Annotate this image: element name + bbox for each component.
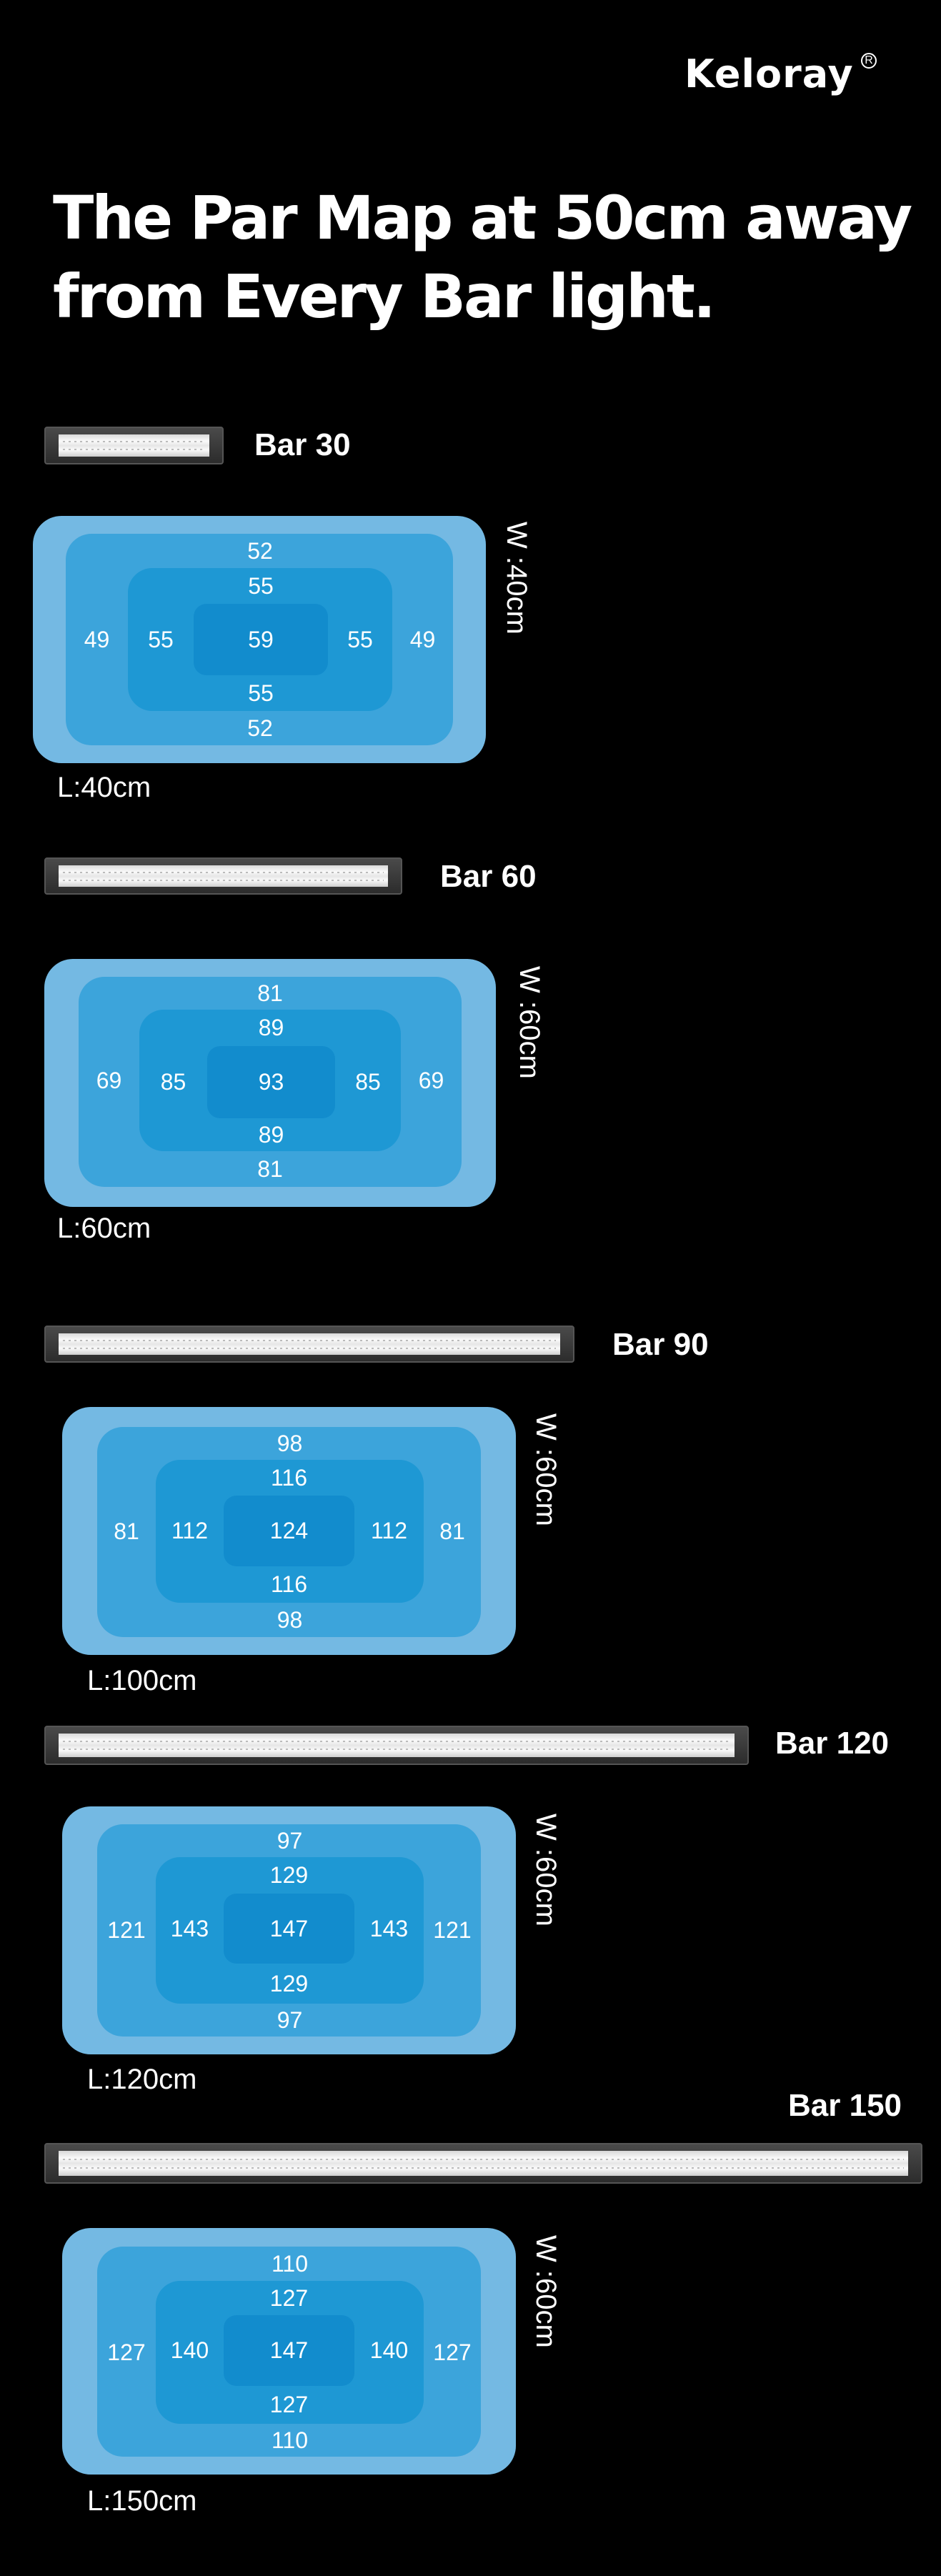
par-ring-1: 52 52 49 49 55 55 55 55 59: [66, 534, 453, 745]
par-value-center: 124: [269, 1518, 309, 1543]
par-value-bottom: 127: [269, 2392, 309, 2417]
par-value-bottom: 89: [258, 1121, 284, 1148]
par-ring-2: 89 89 85 85 93: [139, 1010, 401, 1151]
bar-light-image: [44, 427, 224, 464]
par-value-bottom: 55: [248, 680, 274, 706]
par-value-top: 127: [269, 2284, 309, 2311]
width-label: W :40cm: [501, 522, 532, 635]
par-value-left: 81: [114, 1518, 139, 1544]
brand-logo: Keloray: [684, 51, 854, 96]
par-value-left: 85: [160, 1069, 186, 1095]
par-map: 81 81 69 69 89 89 85 85 93: [44, 959, 496, 1207]
par-value-bottom: 81: [257, 1155, 283, 1182]
par-value-right: 81: [439, 1518, 465, 1544]
par-value-center: 59: [248, 626, 274, 652]
par-value-top: 98: [277, 1430, 303, 1456]
par-value-bottom: 97: [277, 2006, 303, 2033]
length-label: L:40cm: [57, 772, 151, 803]
par-value-right: 140: [369, 2337, 409, 2363]
bar-light-image: [44, 857, 402, 895]
length-label: L:120cm: [87, 2064, 197, 2095]
page-title: The Par Map at 50cm away from Every Bar …: [53, 179, 912, 336]
par-value-right: 55: [347, 626, 373, 652]
par-value-top: 116: [270, 1464, 307, 1491]
par-value-left: 49: [84, 626, 110, 652]
par-ring-2: 127 127 140 140 147: [156, 2281, 424, 2424]
par-value-left: 143: [170, 1915, 209, 1941]
bar-light-image: [44, 1726, 749, 1765]
par-core: 124: [224, 1496, 354, 1566]
par-value-center: 147: [269, 1915, 309, 1941]
width-label: W :60cm: [530, 2235, 562, 2348]
title-line-1: The Par Map at 50cm away: [53, 183, 912, 253]
bar-label: Bar 120: [775, 1726, 890, 1761]
par-ring-1: 81 81 69 69 89 89 85 85 93: [79, 977, 462, 1187]
length-label: L:100cm: [87, 1665, 197, 1696]
par-value-left: 55: [148, 626, 174, 652]
registered-mark: R: [861, 53, 877, 69]
par-map: 52 52 49 49 55 55 55 55 59: [33, 516, 486, 763]
par-ring-2: 116 116 112 112 124: [156, 1460, 424, 1603]
title-line-2: from Every Bar light.: [53, 262, 716, 332]
par-value-bottom: 98: [277, 1606, 303, 1633]
par-value-left: 69: [96, 1067, 122, 1093]
par-value-bottom: 129: [269, 1970, 309, 1996]
par-value-top: 89: [258, 1015, 284, 1040]
par-value-right: 85: [355, 1069, 381, 1095]
par-ring-2: 129 129 143 143 147: [156, 1857, 424, 2004]
bar-label: Bar 150: [788, 2088, 902, 2123]
par-value-bottom: 116: [270, 1571, 307, 1597]
par-value-left: 127: [107, 2339, 146, 2365]
par-value-bottom: 110: [271, 2427, 308, 2453]
bar-label: Bar 60: [440, 859, 537, 894]
par-value-top: 55: [248, 572, 274, 599]
par-map: 98 98 81 81 116 116 112 112 124: [62, 1407, 516, 1655]
bar-label: Bar 30: [254, 427, 351, 462]
par-value-left: 112: [171, 1518, 208, 1543]
par-value-center: 147: [269, 2337, 309, 2363]
par-value-right: 112: [370, 1518, 407, 1543]
par-core: 147: [224, 1894, 354, 1964]
par-value-top: 97: [277, 1827, 303, 1854]
width-label: W :60cm: [530, 1413, 562, 1526]
par-value-top: 81: [257, 980, 283, 1006]
bar-label: Bar 90: [612, 1327, 709, 1362]
par-value-right: 143: [369, 1915, 409, 1941]
width-label: W :60cm: [514, 966, 545, 1079]
par-value-right: 121: [433, 1917, 472, 1943]
par-ring-1: 110 110 127 127 127 127 140 140 147: [97, 2247, 481, 2457]
par-value-center: 93: [258, 1069, 284, 1095]
length-label: L:60cm: [57, 1213, 151, 1244]
par-value-left: 121: [107, 1917, 146, 1943]
par-core: 147: [224, 2315, 354, 2386]
par-ring-2: 55 55 55 55 59: [128, 568, 392, 711]
par-value-right: 127: [433, 2339, 472, 2365]
par-map: 97 97 121 121 129 129 143 143 147: [62, 1806, 516, 2054]
par-value-top: 110: [271, 2250, 308, 2277]
par-value-left: 140: [170, 2337, 209, 2363]
width-label: W :60cm: [530, 1814, 562, 1926]
par-value-right: 69: [418, 1067, 444, 1093]
par-value-top: 52: [247, 537, 273, 564]
par-core: 93: [207, 1046, 335, 1118]
par-value-top: 129: [269, 1862, 309, 1888]
bar-light-image: [44, 2143, 922, 2184]
bar-light-image: [44, 1326, 574, 1363]
par-map: 110 110 127 127 127 127 140 140 147: [62, 2228, 516, 2475]
par-ring-1: 98 98 81 81 116 116 112 112 124: [97, 1427, 481, 1637]
length-label: L:150cm: [87, 2485, 197, 2517]
par-value-right: 49: [409, 626, 436, 652]
par-core: 59: [194, 604, 328, 675]
par-ring-1: 97 97 121 121 129 129 143 143 147: [97, 1824, 481, 2037]
par-value-bottom: 52: [247, 715, 273, 741]
